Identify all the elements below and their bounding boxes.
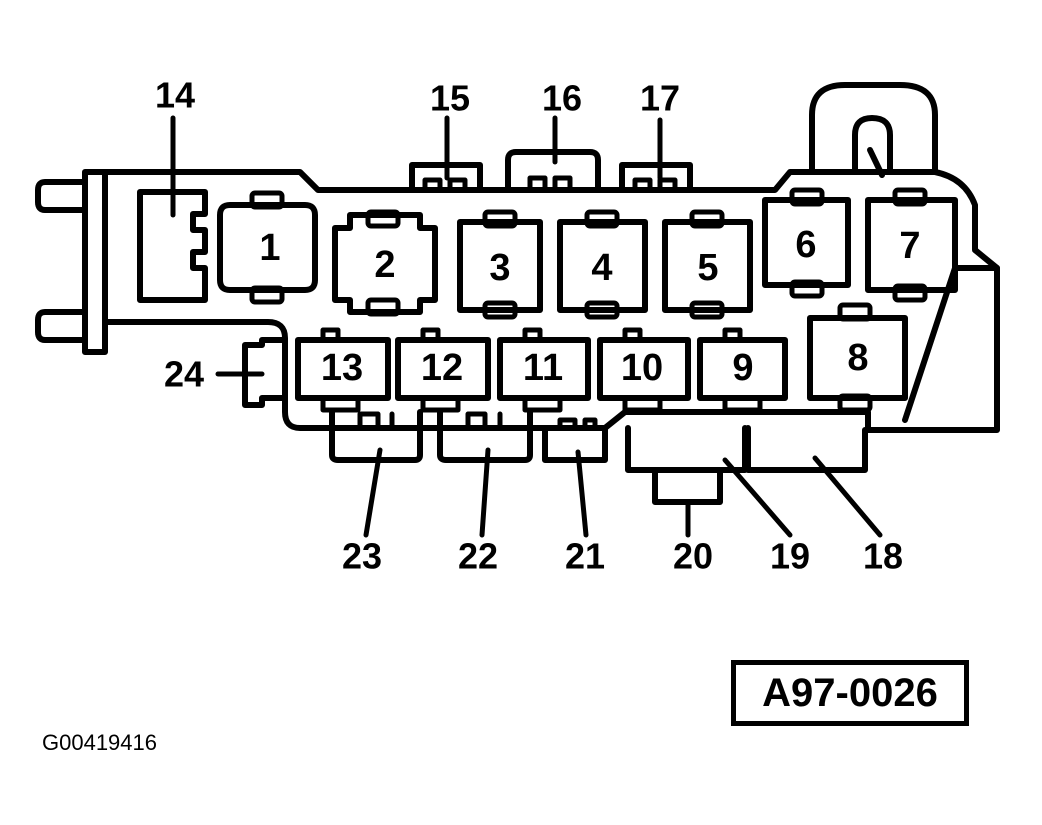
relay-8-socket: 8 — [807, 302, 908, 413]
figure-code-box: A97-0026 — [731, 660, 969, 726]
relay-10-socket: 10 — [597, 327, 691, 413]
relay-6-label: 6 — [795, 224, 816, 266]
callout-15-label: 15 — [430, 78, 470, 119]
relay-7-socket: 7 — [865, 187, 958, 303]
side-connector-24 — [242, 337, 288, 408]
callout-23-label: 23 — [342, 536, 382, 577]
relay-6-socket: 6 — [762, 187, 851, 299]
graphic-id: G00419416 — [42, 730, 157, 755]
leader-lines — [170, 115, 883, 538]
relay-12-label: 12 — [421, 347, 463, 389]
relay-1-socket: 1 — [217, 190, 318, 305]
callout-labels: 14 15 16 17 18 19 20 21 22 23 24 — [155, 75, 903, 577]
top-connectors — [409, 149, 693, 193]
relay-group: 1 2 3 4 5 — [217, 187, 958, 413]
relay-2-label: 2 — [374, 244, 395, 286]
relay-1-label: 1 — [259, 227, 280, 269]
callout-16-label: 16 — [542, 78, 582, 119]
callout-22-label: 22 — [458, 536, 498, 577]
relay-12-socket: 12 — [395, 327, 491, 413]
callout-17-label: 17 — [640, 78, 680, 119]
relay-4-label: 4 — [591, 247, 612, 289]
relay-8-label: 8 — [847, 337, 868, 379]
relay-13-socket: 13 — [295, 327, 391, 413]
relay-11-label: 11 — [523, 347, 563, 389]
relay-10-label: 10 — [621, 347, 663, 389]
relay-11-socket: 11 — [497, 327, 591, 413]
callout-14-label: 14 — [155, 75, 195, 116]
relay-2-socket: 2 — [332, 209, 438, 317]
relay-3-socket: 3 — [457, 209, 543, 320]
callout-19-label: 19 — [770, 536, 810, 577]
relay-9-label: 9 — [732, 347, 753, 389]
callout-20-label: 20 — [673, 536, 713, 577]
relay-7-label: 7 — [899, 225, 920, 267]
relay-9-socket: 9 — [697, 327, 788, 413]
callout-21-label: 21 — [565, 536, 605, 577]
callout-24-label: 24 — [164, 354, 204, 395]
relay-3-label: 3 — [489, 247, 510, 289]
relay-5-label: 5 — [697, 247, 718, 289]
relay-4-socket: 4 — [557, 209, 648, 320]
relay-5-socket: 5 — [662, 209, 753, 320]
relay-panel-housing — [35, 82, 1000, 433]
socket-14 — [137, 189, 208, 303]
relay-13-label: 13 — [321, 347, 363, 389]
callout-18-label: 18 — [863, 536, 903, 577]
